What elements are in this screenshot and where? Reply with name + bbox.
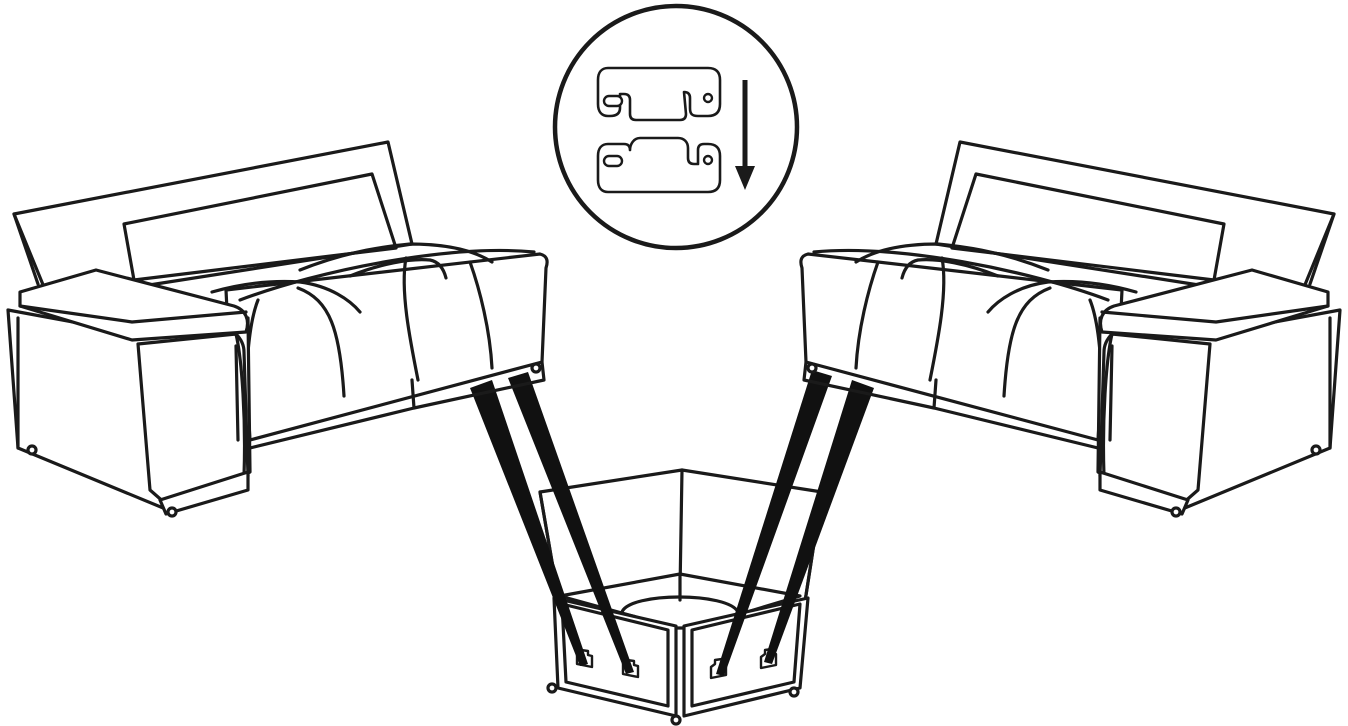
callout-circle [555,6,797,248]
right-sofa-section [801,142,1340,516]
bracket-detail-callout [555,6,797,248]
left-sofa-section [8,142,547,516]
